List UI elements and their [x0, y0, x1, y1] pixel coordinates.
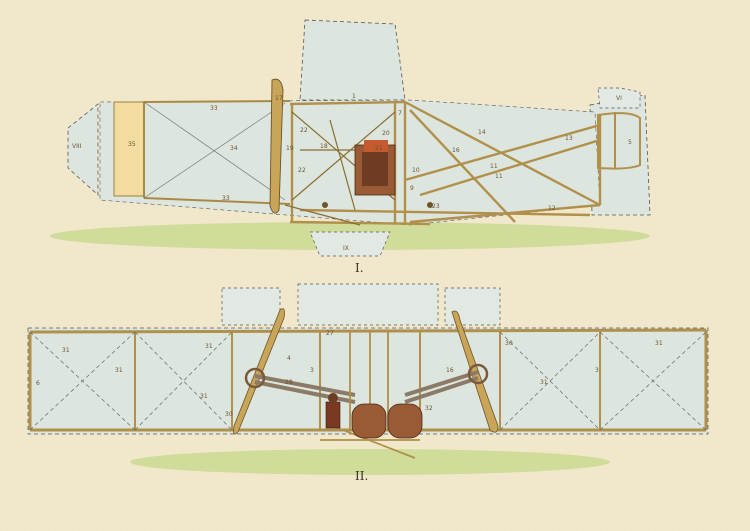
label-side-19: 19: [286, 145, 294, 152]
plan-elevator-center: [297, 283, 439, 326]
plan-ground: [130, 449, 610, 475]
side-tail-top: [597, 87, 641, 109]
label-plan-30a: 30: [225, 411, 233, 418]
label-side-11b: 11: [495, 173, 503, 180]
label-side-9: 9: [410, 185, 414, 192]
plan-chain-drives: [254, 370, 479, 404]
label-plan-31e: 31: [540, 379, 548, 386]
plan-fuel-tank-left: [351, 403, 387, 439]
label-side-7: 7: [398, 110, 402, 117]
plan-fuel-tank-right: [387, 403, 423, 439]
label-side-11a: 11: [490, 163, 498, 170]
label-side-18: 18: [320, 143, 328, 150]
label-side-33b: 33: [222, 195, 230, 202]
side-pivot-a: [322, 202, 328, 208]
label-plan-31b: 31: [115, 367, 123, 374]
plan-cross-bracing: [29, 331, 707, 431]
side-fuel-tank: [364, 140, 388, 152]
side-wing-panel: [299, 19, 406, 101]
label-side-vi: VI: [616, 95, 622, 102]
side-pivot-b: [427, 202, 433, 208]
label-side-viii: VIII: [72, 143, 82, 150]
side-inner-bracing: [284, 111, 396, 226]
side-propeller: [269, 78, 284, 214]
plan-sprocket-left: [244, 367, 266, 389]
side-tail-box: [597, 112, 641, 170]
label-side-12: 12: [548, 205, 556, 212]
label-plan-3b: 3: [595, 367, 599, 374]
label-side-13: 13: [565, 135, 573, 142]
label-plan-28: 28: [285, 379, 293, 386]
side-rudder: [113, 101, 145, 197]
label-plan-27: 27: [326, 330, 334, 337]
label-plan-31a: 31: [62, 347, 70, 354]
label-side-5: 5: [628, 139, 632, 146]
side-view: 35 VIII 33 34 33 1 17 22 19 18 22 21 20 …: [50, 19, 651, 275]
label-plan-32: 32: [425, 405, 433, 412]
plan-engine: [325, 401, 341, 429]
plan-elevator-right: [444, 287, 501, 326]
label-plan-6: 6: [36, 380, 40, 387]
figure-label-side: I.: [355, 261, 364, 275]
label-side-14: 14: [478, 129, 486, 136]
label-side-10: 10: [412, 167, 420, 174]
label-plan-3a: 3: [310, 367, 314, 374]
label-side-21: 21: [375, 145, 383, 152]
label-plan-16: 16: [446, 367, 454, 374]
label-side-16: 16: [452, 147, 460, 154]
label-side-33a: 33: [210, 105, 218, 112]
label-plan-31c: 31: [205, 343, 213, 350]
label-plan-4: 4: [287, 355, 291, 362]
side-engine-cylinders: [362, 152, 388, 186]
figure-label-plan: II.: [355, 469, 368, 483]
label-side-1: 1: [352, 93, 356, 100]
plan-elevator-left: [221, 287, 281, 326]
label-side-17: 17: [275, 95, 283, 102]
label-side-ix: IX: [343, 245, 349, 252]
label-side-20: 20: [382, 130, 390, 137]
plan-engine-head: [328, 393, 338, 403]
label-side-22a: 22: [300, 127, 308, 134]
label-side-22b: 22: [298, 167, 306, 174]
plan-struts: [134, 332, 601, 430]
label-side-34: 34: [230, 145, 238, 152]
side-lower-elevator: [309, 231, 391, 257]
label-plan-31f: 31: [655, 340, 663, 347]
side-front-elevator: [67, 103, 99, 196]
label-plan-30b: 30: [505, 340, 513, 347]
side-forward-frame: [143, 100, 291, 205]
plan-sprocket-right: [467, 363, 489, 385]
label-side-35: 35: [128, 141, 136, 148]
side-forward-bracing: [143, 101, 286, 201]
label-side-23: 23: [432, 203, 440, 210]
side-main-frame: [289, 100, 602, 226]
plan-view: 6 31 31 31 31 31 31 3 3 4 16 28 32 30 30…: [27, 283, 709, 483]
label-plan-31d: 31: [200, 393, 208, 400]
